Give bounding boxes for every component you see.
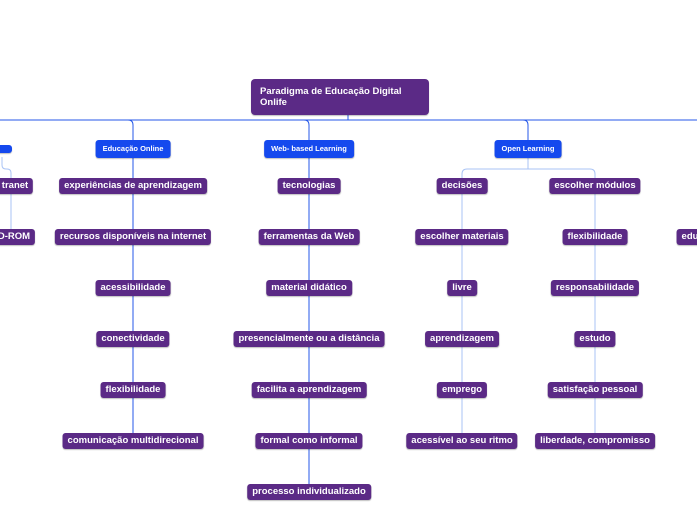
web-based-item[interactable]: processo individualizado <box>247 484 371 500</box>
web-based-item[interactable]: formal como informal <box>255 433 363 449</box>
educacao-online-item[interactable]: experiências de aprendizagem <box>59 178 207 194</box>
web-based-item[interactable]: presencialmente ou a distância <box>233 331 385 347</box>
web-based-item[interactable]: ferramentas da Web <box>258 229 360 245</box>
educacao-online-item[interactable]: conectividade <box>96 331 170 347</box>
web-based-item[interactable]: tecnologias <box>277 178 341 194</box>
root-topic[interactable]: Paradigma de Educação Digital Onlife <box>251 79 429 115</box>
branch-open-learning[interactable]: Open Learning <box>494 140 562 158</box>
decisoes-item[interactable]: escolher materiais <box>415 229 509 245</box>
web-based-item[interactable]: facilita a aprendizagem <box>251 382 367 398</box>
left-partial-node-2[interactable]: D-ROM <box>0 229 36 245</box>
educacao-online-item[interactable]: flexibilidade <box>100 382 166 398</box>
open-learning-escolher-modulos[interactable]: escolher módulos <box>549 178 641 194</box>
decisoes-item[interactable]: emprego <box>436 382 488 398</box>
modulos-item[interactable]: flexibilidade <box>562 229 628 245</box>
left-partial-node-1[interactable]: tranet <box>0 178 34 194</box>
decisoes-item[interactable]: aprendizagem <box>425 331 499 347</box>
modulos-item[interactable]: satisfação pessoal <box>547 382 643 398</box>
branch-web-based-learning[interactable]: Web- based Learning <box>264 140 354 158</box>
decisoes-item[interactable]: acessível ao seu ritmo <box>406 433 518 449</box>
branch-educacao-online[interactable]: Educação Online <box>95 140 171 158</box>
modulos-item[interactable]: estudo <box>574 331 616 347</box>
modulos-item[interactable]: liberdade, compromisso <box>535 433 655 449</box>
modulos-item[interactable]: responsabilidade <box>550 280 640 296</box>
web-based-item[interactable]: material didático <box>266 280 352 296</box>
open-learning-decisoes[interactable]: decisões <box>436 178 488 194</box>
decisoes-item[interactable]: livre <box>447 280 477 296</box>
right-partial-node-1[interactable]: edu <box>676 229 697 245</box>
branch-left-partial[interactable] <box>0 145 12 153</box>
educacao-online-item[interactable]: comunicação multidirecional <box>62 433 204 449</box>
educacao-online-item[interactable]: acessibilidade <box>95 280 171 296</box>
educacao-online-item[interactable]: recursos disponíveis na internet <box>54 229 212 245</box>
